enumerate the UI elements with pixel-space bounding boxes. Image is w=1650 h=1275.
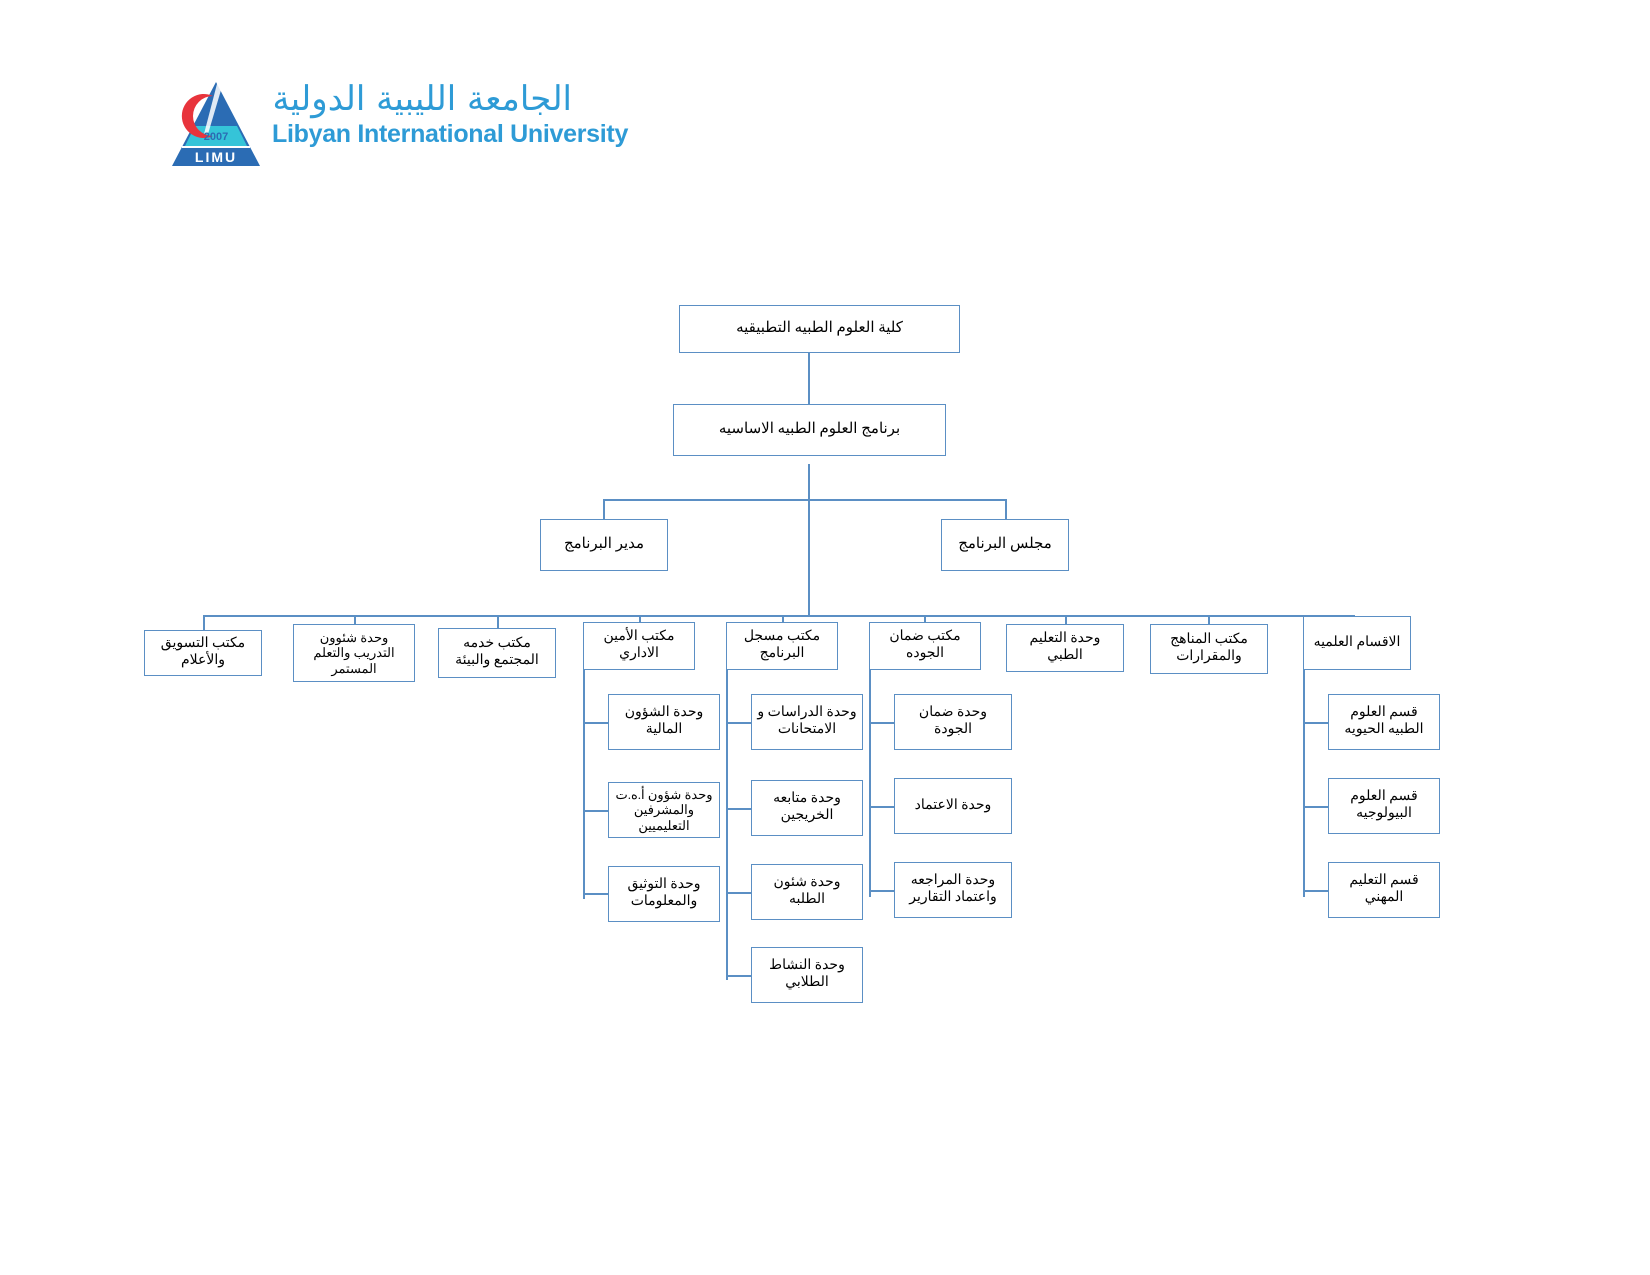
connector-l2-down (808, 464, 810, 500)
node-curricula-courses-office[interactable]: مكتب المناهج والمقرارات (1150, 624, 1268, 674)
node-teaching-staff-supervisors-affairs-unit[interactable]: وحدة شؤون أ.ه.ت والمشرفين التعليميين (608, 782, 720, 838)
connector-registrar-child-4 (726, 975, 751, 977)
connector-spine-registrar (726, 670, 728, 980)
connector-drop-marketing (203, 615, 205, 630)
connector-quality-child-3 (869, 890, 894, 892)
svg-text:LIMU: LIMU (195, 149, 237, 165)
node-program-council[interactable]: مجلس البرنامج (941, 519, 1069, 571)
connector-spine-quality (869, 670, 871, 897)
connector-quality-child-1 (869, 722, 894, 724)
connector-departments-child-1 (1303, 722, 1328, 724)
node-program-director[interactable]: مدير البرنامج (540, 519, 668, 571)
node-program-registrar-office[interactable]: مكتب مسجل البرنامج (726, 622, 838, 670)
node-accreditation-unit[interactable]: وحدة الاعتماد (894, 778, 1012, 834)
node-documentation-information-unit[interactable]: وحدة التوثيق والمعلومات (608, 866, 720, 922)
svg-text:2007: 2007 (204, 131, 228, 143)
node-student-activity-unit[interactable]: وحدة النشاط الطلابي (751, 947, 863, 1003)
node-studies-examinations-unit[interactable]: وحدة الدراسات و الامتحانات (751, 694, 863, 750)
node-scientific-departments-office[interactable]: الاقسام العلميه (1303, 616, 1411, 670)
node-professional-education-department[interactable]: قسم التعليم المهني (1328, 862, 1440, 918)
connector-quality-child-2 (869, 806, 894, 808)
connector-secretary-child-3 (583, 893, 608, 895)
node-biomedical-sciences-department[interactable]: قسم العلوم الطبيه الحيويه (1328, 694, 1440, 750)
connector-trunk-to-offices (808, 499, 810, 617)
node-administrative-secretary-office[interactable]: مكتب الأمين الاداري (583, 622, 695, 670)
connector-departments-child-2 (1303, 806, 1328, 808)
node-faculty-applied-medical-sciences[interactable]: كلية العلوم الطبيه التطبيقيه (679, 305, 960, 353)
connector-secretary-child-2 (583, 810, 608, 812)
university-logo: 2007 LIMU الجامعة الليبية الدولية Libyan… (168, 78, 628, 178)
logo-arabic-name: الجامعة الليبية الدولية (272, 79, 573, 119)
node-student-affairs-unit[interactable]: وحدة شئون الطلبه (751, 864, 863, 920)
connector-drop-community (497, 615, 499, 630)
connector-spine-secretary (583, 670, 585, 899)
logo-english-name: Libyan International University (272, 120, 629, 148)
node-medical-education-unit[interactable]: وحدة التعليم الطبي (1006, 624, 1124, 672)
node-marketing-media-office[interactable]: مكتب التسويق والأعلام (144, 630, 262, 676)
connector-l1-l2 (808, 352, 810, 404)
connector-to-director (603, 499, 605, 520)
limu-emblem-icon: 2007 LIMU (168, 78, 264, 170)
node-community-environment-service-office[interactable]: مكتب خدمه المجتمع والبيئة (438, 628, 556, 678)
connector-drop-training (354, 615, 356, 630)
connector-registrar-child-2 (726, 808, 751, 810)
connector-departments-child-3 (1303, 890, 1328, 892)
node-training-continuous-learning-unit[interactable]: وحدة شئوون التدريب والتعلم المستمر (293, 624, 415, 682)
node-financial-affairs-unit[interactable]: وحدة الشؤون المالية (608, 694, 720, 750)
connector-l3-bus (603, 499, 1007, 501)
connector-offices-bus (203, 615, 1353, 617)
logo-text-block: الجامعة الليبية الدولية Libyan Internati… (272, 79, 629, 174)
connector-to-council (1005, 499, 1007, 520)
node-basic-medical-sciences-program[interactable]: برنامج العلوم الطبيه الاساسيه (673, 404, 946, 456)
connector-registrar-child-3 (726, 892, 751, 894)
node-biological-sciences-department[interactable]: قسم العلوم البيولوجيه (1328, 778, 1440, 834)
connector-spine-departments (1303, 670, 1305, 897)
node-quality-assurance-unit[interactable]: وحدة ضمان الجودة (894, 694, 1012, 750)
node-quality-assurance-office[interactable]: مكتب ضمان الجوده (869, 622, 981, 670)
connector-drop-medical-education (1065, 615, 1067, 630)
connector-drop-curricula (1208, 615, 1210, 630)
node-graduates-followup-unit[interactable]: وحدة متابعه الخريجين (751, 780, 863, 836)
node-review-report-approval-unit[interactable]: وحدة المراجعه واعتماد التقارير (894, 862, 1012, 918)
connector-registrar-child-1 (726, 722, 751, 724)
connector-secretary-child-1 (583, 722, 608, 724)
